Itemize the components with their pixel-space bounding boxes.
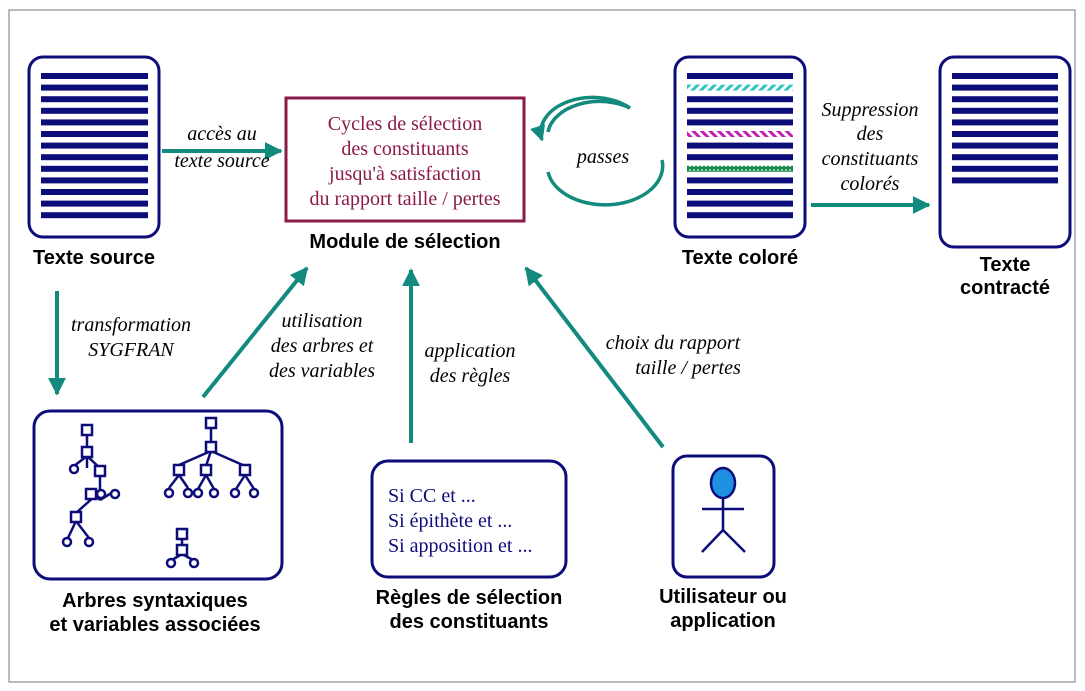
utilisation-label-line-3: des variables: [269, 360, 375, 382]
suppression-label-line-1: Suppression: [821, 99, 918, 121]
access-label-line-1: accès au: [187, 123, 256, 145]
user-label-line-2: application: [670, 610, 776, 632]
colored-text-document: [673, 55, 807, 239]
source-doc-line: [41, 142, 148, 149]
diagram-frame: [8, 9, 1076, 683]
source-doc-line: [41, 165, 148, 172]
contracted-doc-line: [952, 96, 1058, 103]
suppression-label-line-3: constituants: [822, 148, 919, 170]
arrow-passes-cycle: [546, 99, 665, 207]
selection-module-line-3: jusqu'à satisfaction: [328, 163, 481, 185]
rules-label-line-2: des constituants: [390, 611, 549, 633]
syntax-trees-label-line-1: Arbres syntaxiques: [62, 590, 248, 612]
source-doc-line: [41, 73, 148, 79]
rules-label-line-1: Règles de sélection: [376, 587, 563, 609]
colored-doc-line: [687, 189, 793, 195]
selection-module-box: [284, 96, 526, 223]
passes-label: passes: [575, 146, 629, 168]
utilisation-label-line-1: utilisation: [281, 310, 362, 332]
arrow-choix: [524, 266, 665, 449]
utilisation-label-line-2: des arbres et: [271, 335, 374, 357]
syntax-trees-label-line-2: et variables associées: [49, 614, 260, 636]
colored-doc-line: [687, 84, 793, 91]
source-doc-line: [41, 84, 148, 91]
source-doc-line: [41, 189, 148, 195]
syntax-tree-3: [165, 527, 200, 569]
source-doc-line: [41, 131, 148, 137]
syntax-tree-1: [61, 423, 121, 548]
syntax-tree-icons: [61, 416, 260, 569]
source-doc-line: [41, 154, 148, 161]
contracted-text-document: [938, 55, 1072, 249]
contracted-text-label-line-1: Texte: [980, 254, 1031, 276]
source-doc-line: [41, 212, 148, 219]
person-icon: [701, 466, 746, 553]
contracted-doc-line: [952, 154, 1058, 161]
syntax-trees-box: [32, 409, 284, 581]
rules-line-1: Si CC et ...: [388, 485, 476, 507]
rules-line-3: Si apposition et ...: [388, 535, 532, 557]
source-document-lines: [41, 73, 148, 219]
colored-doc-line: [687, 142, 793, 149]
user-label-line-1: Utilisateur ou: [659, 586, 787, 608]
syntax-tree-2: [163, 416, 260, 499]
contracted-doc-line: [952, 84, 1058, 91]
selection-rules-box: [370, 459, 568, 579]
contracted-doc-line: [952, 107, 1058, 114]
rules-line-2: Si épithète et ...: [388, 510, 512, 532]
arrow-utilisation: [201, 266, 309, 399]
transformation-label-line-2: SYGFRAN: [88, 339, 175, 361]
choix-label-line-2: taille / pertes: [635, 357, 741, 379]
contracted-document-outline: [938, 55, 1072, 249]
colored-doc-line: [687, 119, 793, 126]
transformation-label-line-1: transformation: [71, 314, 191, 336]
colored-doc-line: [687, 154, 793, 161]
selection-module-label: Module de sélection: [309, 231, 500, 253]
contracted-document-lines: [952, 73, 1058, 184]
colored-doc-line: [687, 212, 793, 219]
colored-doc-line: [687, 96, 793, 103]
application-label-line-2: des règles: [430, 365, 511, 387]
colored-doc-line: [687, 200, 793, 207]
source-doc-line: [41, 107, 148, 114]
application-label-line-1: application: [424, 340, 515, 362]
colored-doc-line: [687, 131, 793, 137]
colored-text-label: Texte coloré: [682, 247, 798, 269]
selection-module-line-4: du rapport taille / pertes: [309, 188, 500, 210]
suppression-label-line-4: colorés: [841, 173, 900, 195]
contracted-doc-line: [952, 177, 1058, 184]
source-doc-line: [41, 177, 148, 184]
source-doc-line: [41, 96, 148, 103]
contracted-doc-line: [952, 119, 1058, 126]
contracted-doc-line: [952, 142, 1058, 149]
colored-doc-line: [687, 165, 793, 172]
source-doc-line: [41, 200, 148, 207]
source-text-document: [27, 55, 161, 239]
colored-document-lines: [687, 73, 793, 219]
contracted-text-label-line-2: contracté: [960, 277, 1050, 299]
selection-module-line-2: des constituants: [341, 138, 468, 160]
contracted-doc-line: [952, 165, 1058, 172]
source-text-label: Texte source: [33, 247, 155, 269]
suppression-label-line-2: des: [857, 123, 884, 145]
selection-module-line-1: Cycles de sélection: [328, 113, 482, 135]
source-doc-line: [41, 119, 148, 126]
contracted-doc-line: [952, 73, 1058, 79]
choix-label-line-1: choix du rapport: [606, 332, 741, 354]
arrow-passes-head: [530, 95, 631, 142]
colored-doc-line: [687, 177, 793, 184]
contracted-doc-line: [952, 131, 1058, 137]
access-label-line-2: texte source: [174, 150, 269, 172]
colored-doc-line: [687, 73, 793, 79]
colored-doc-line: [687, 107, 793, 114]
